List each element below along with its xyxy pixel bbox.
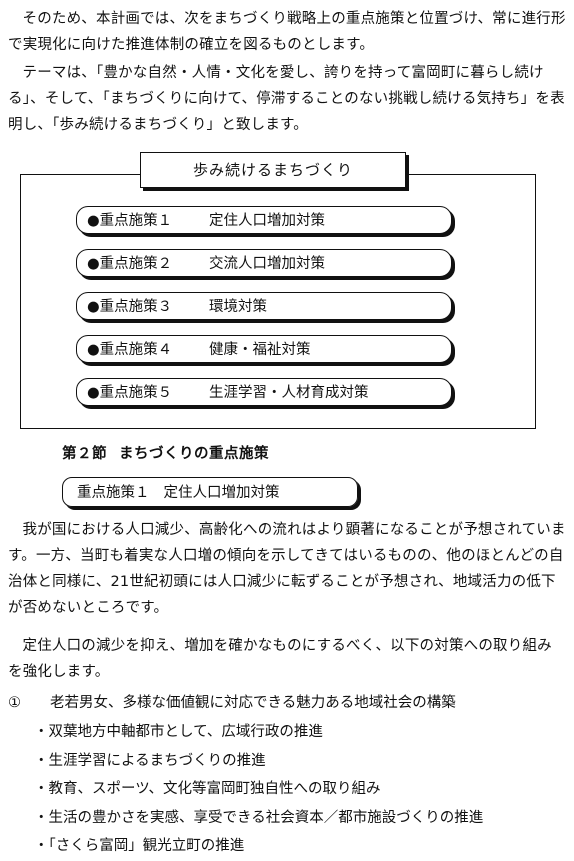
priority-measure-number: ●重点施策５: [87, 385, 173, 401]
item-1-marker: ①: [8, 695, 21, 711]
section-heading: 第２節まちづくりの重点施策: [62, 441, 269, 467]
subsection-title-box: 重点施策１ 定住人口増加対策: [62, 477, 358, 507]
list-item: ・生涯学習によるまちづくりの推進: [34, 752, 266, 769]
intro-paragraph-2: テーマは、「豊かな自然・人情・文化を愛し、誇りを持って富岡町に暮らし続ける」、そ…: [8, 65, 565, 133]
priority-measure-4: ●重点施策４ 健康・福祉対策: [76, 335, 452, 363]
item-1-title: 老若男女、多様な価値観に対応できる魅力ある地域社会の構築: [50, 695, 456, 711]
subsection-title: 定住人口増加対策: [163, 485, 280, 501]
section-number: 第２節: [62, 446, 107, 462]
intro-paragraph-1: そのため、本計画では、次をまちづくり戦略上の重点施策と位置づけ、常に進行形で実現…: [8, 11, 566, 53]
priority-measure-5: ●重点施策５ 生涯学習・人材育成対策: [76, 378, 452, 406]
item-1-heading: ① 老若男女、多様な価値観に対応できる魅力ある地域社会の構築: [8, 690, 456, 716]
body-paragraph-2: 定住人口の減少を抑え、増加を確かなものにするべく、以下の対策への取り組みを強化し…: [8, 638, 552, 680]
priority-measure-1: ●重点施策１ 定住人口増加対策: [76, 206, 452, 234]
body-paragraph-1: 我が国における人口減少、高齢化への流れはより顕著になることが予想されています。一…: [8, 522, 566, 616]
priority-measure-3: ●重点施策３ 環境対策: [76, 292, 452, 320]
priority-measure-label: 生涯学習・人材育成対策: [209, 385, 369, 401]
priority-measure-number: ●重点施策４: [87, 342, 173, 358]
list-item: ・生活の豊かさを実感、享受できる社会資本／都市施設づくりの推進: [34, 809, 484, 826]
subsection-number: 重点施策１: [77, 485, 150, 501]
priority-measure-2: ●重点施策２ 交流人口増加対策: [76, 249, 452, 277]
list-item: ・双葉地方中軸都市として、広域行政の推進: [34, 724, 323, 740]
priority-measure-number: ●重点施策３: [87, 299, 173, 315]
priority-measure-label: 健康・福祉対策: [209, 342, 311, 358]
list-item: ・教育、スポーツ、文化等富岡町独自性への取り組み: [34, 781, 381, 797]
priority-measure-label: 交流人口増加対策: [209, 256, 325, 272]
section-title: まちづくりの重点施策: [119, 446, 269, 462]
strategy-diagram-title: 歩み続けるまちづくり: [140, 152, 406, 188]
priority-measure-number: ●重点施策２: [87, 256, 173, 272]
priority-measure-label: 環境対策: [209, 299, 267, 315]
priority-measure-number: ●重点施策１: [87, 213, 173, 229]
list-item: ・「さくら富岡」観光立町の推進: [34, 838, 245, 854]
item-1-bullet-list: ・双葉地方中軸都市として、広域行政の推進 ・生涯学習によるまちづくりの推進 ・教…: [34, 718, 483, 861]
priority-measure-label: 定住人口増加対策: [209, 213, 325, 229]
